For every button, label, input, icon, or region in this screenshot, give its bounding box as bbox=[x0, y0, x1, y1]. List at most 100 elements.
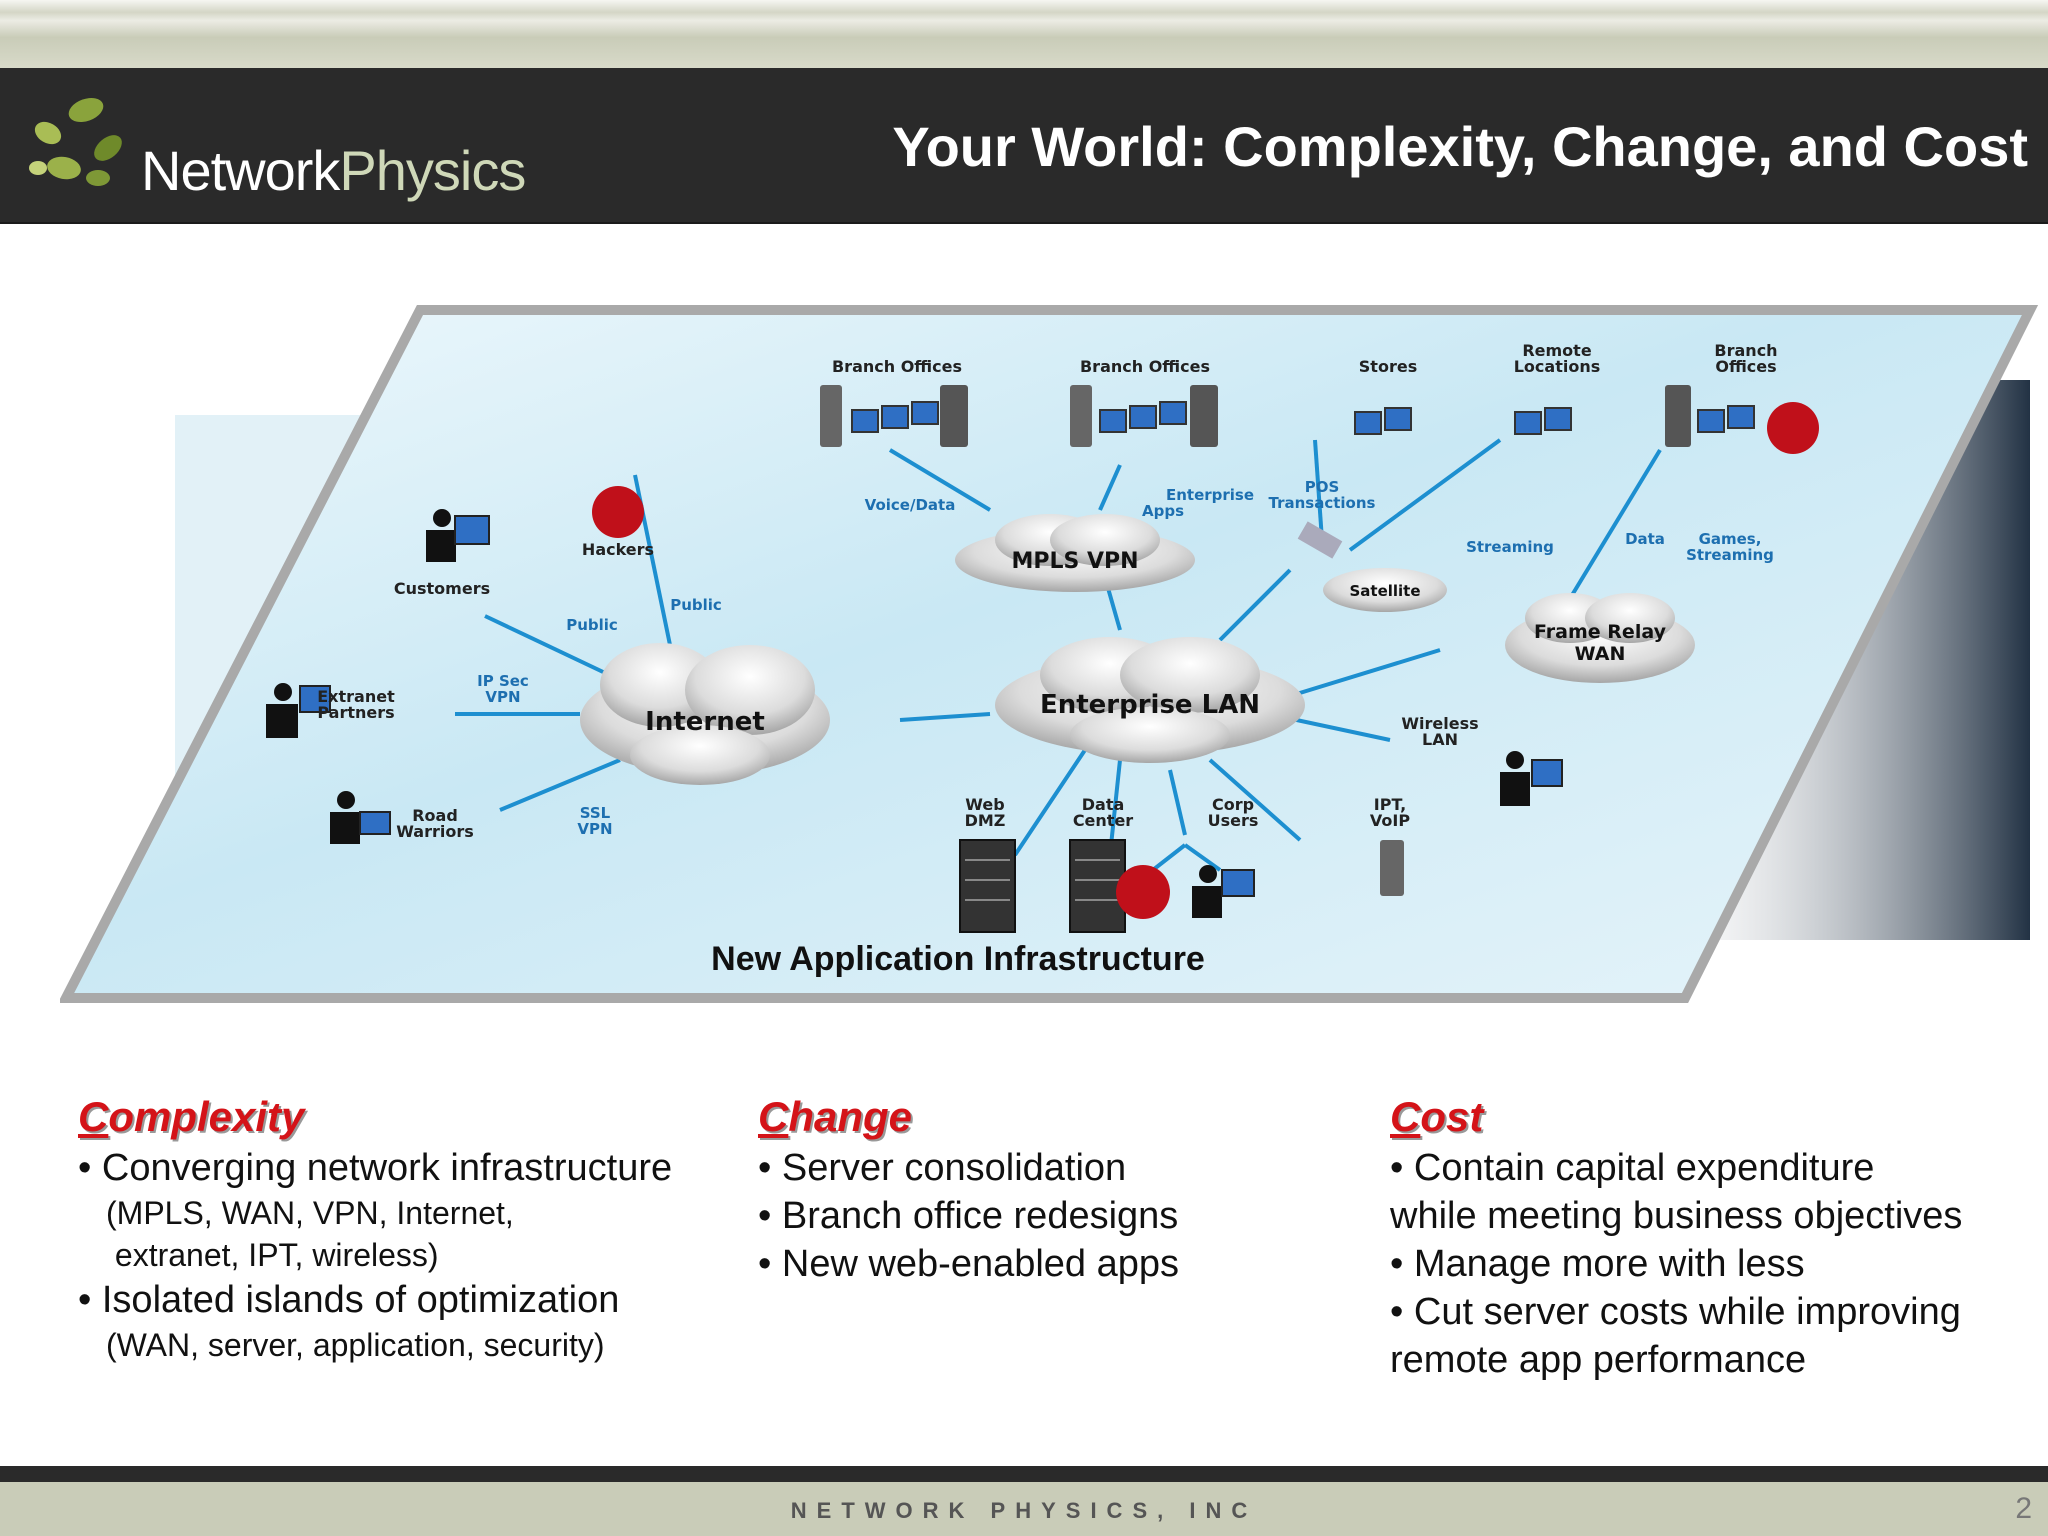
label-public-1: Public bbox=[566, 616, 618, 634]
complexity-heading-initial: C bbox=[78, 1093, 109, 1140]
stores-devices bbox=[1354, 407, 1412, 435]
customers-icon bbox=[426, 509, 490, 562]
complexity-heading-rest: omplexity bbox=[108, 1093, 305, 1140]
label-ipt-1: IPT, bbox=[1374, 795, 1406, 814]
change-bullet-3: • New web-enabled apps bbox=[758, 1243, 1180, 1285]
cloud-mpls-vpn: MPLS VPN bbox=[955, 514, 1195, 592]
slide-header: NetworkPhysics Your World: Complexity, C… bbox=[0, 68, 2048, 224]
complexity-bullet-2-text: Isolated islands of optimization bbox=[101, 1279, 620, 1321]
label-games-2: Streaming bbox=[1686, 546, 1774, 564]
complexity-heading: Complexity bbox=[78, 1090, 672, 1144]
computer-icon bbox=[1697, 409, 1725, 433]
label-ipsec-2: VPN bbox=[485, 688, 520, 706]
label-branch3-2: Offices bbox=[1715, 357, 1776, 376]
label-corp-2: Users bbox=[1208, 811, 1259, 830]
line-ipt bbox=[1208, 758, 1302, 842]
computer-icon bbox=[881, 405, 909, 429]
remote-devices bbox=[1514, 407, 1572, 435]
label-pos-2: Transactions bbox=[1269, 494, 1376, 512]
cloud-frame-relay: Frame Relay WAN bbox=[1505, 593, 1695, 683]
cloud-internet-label: Internet bbox=[645, 707, 765, 737]
line-branch2 bbox=[1098, 464, 1122, 511]
label-dc-2: Center bbox=[1073, 811, 1133, 830]
label-ssl-2: VPN bbox=[577, 820, 612, 838]
cost-bullet-1-text: Contain capital expenditure bbox=[1413, 1147, 1875, 1189]
label-branch-offices-2: Branch Offices bbox=[1080, 357, 1210, 376]
diagram-plane bbox=[57, 305, 2039, 1003]
extranet-partner-icon bbox=[266, 683, 331, 738]
computer-icon bbox=[851, 409, 879, 433]
cost-bullet-3-cont: remote app performance bbox=[1390, 1339, 1807, 1381]
line-corp bbox=[1168, 769, 1187, 836]
cost-bullet-2-text: Manage more with less bbox=[1413, 1243, 1805, 1285]
line-branch1 bbox=[888, 448, 992, 512]
complexity-sub-2: extranet, IPT, wireless) bbox=[106, 1237, 439, 1273]
cost-bullet-3-text: Cut server costs while improving bbox=[1413, 1291, 1961, 1333]
ip-phone-icon bbox=[1380, 840, 1404, 896]
label-ssl-1: SSL bbox=[580, 804, 611, 822]
logo-text: NetworkPhysics bbox=[141, 138, 526, 203]
page-number: 2 bbox=[2015, 1492, 2032, 1525]
computer-icon bbox=[1099, 409, 1127, 433]
label-ipsec-1: IP Sec bbox=[477, 672, 529, 690]
computer-icon bbox=[1384, 407, 1412, 431]
line-internet-lan bbox=[899, 712, 991, 722]
diagram-svg: Internet Enterprise LAN MPLS VPN Frame R… bbox=[57, 305, 2039, 1003]
cost-heading-rest: ost bbox=[1420, 1093, 1484, 1140]
label-pos-1: POS bbox=[1305, 478, 1340, 496]
complexity-bullet-2: • Isolated islands of optimization bbox=[78, 1279, 620, 1321]
change-bullet-2-text: Branch office redesigns bbox=[781, 1195, 1179, 1237]
label-corp-1: Corp bbox=[1212, 795, 1254, 814]
cloud-enterprise-lan: Enterprise LAN bbox=[995, 637, 1305, 763]
pda-icon bbox=[1665, 385, 1691, 447]
change-heading-initial: C bbox=[758, 1093, 789, 1140]
logo-word-physics: Physics bbox=[339, 139, 526, 202]
cost-bullet-1-cont: while meeting business objectives bbox=[1390, 1195, 1963, 1237]
line-branch3 bbox=[1558, 448, 1662, 617]
cloud-internet: Internet bbox=[580, 643, 830, 785]
complexity-sub-3: (WAN, server, application, security) bbox=[106, 1327, 605, 1363]
change-bullet-1-text: Server consolidation bbox=[781, 1147, 1127, 1189]
top-strip bbox=[0, 0, 2048, 68]
line-satellite-lan bbox=[1218, 568, 1292, 642]
wireless-user-icon bbox=[1500, 751, 1563, 806]
devil-icon bbox=[1116, 865, 1170, 919]
change-bullet-2: • Branch office redesigns bbox=[758, 1195, 1179, 1237]
diagram-caption: New Application Infrastructure bbox=[711, 940, 1205, 978]
label-streaming: Streaming bbox=[1466, 538, 1554, 556]
pda-icon bbox=[1190, 385, 1218, 447]
line-frame-lan bbox=[1289, 648, 1441, 698]
computer-icon bbox=[1129, 405, 1157, 429]
link-labels: Voice/Data Enterprise Apps POS Transacti… bbox=[477, 478, 1774, 838]
label-remote-1: Remote bbox=[1522, 341, 1591, 360]
cost-heading: Cost bbox=[1390, 1090, 1962, 1144]
computer-icon bbox=[1514, 411, 1542, 435]
computer-icon bbox=[1159, 401, 1187, 425]
logo-icon bbox=[29, 97, 122, 186]
line-remote bbox=[1348, 438, 1502, 552]
label-public-2: Public bbox=[670, 596, 722, 614]
label-branch3-1: Branch bbox=[1714, 341, 1777, 360]
label-wireless-2: LAN bbox=[1422, 730, 1458, 749]
line-web bbox=[1013, 748, 1087, 857]
change-column: Change • Server consolidation • Branch o… bbox=[758, 1090, 1179, 1288]
branch-offices-devices-1 bbox=[820, 385, 968, 447]
cloud-frame-label-2: WAN bbox=[1575, 643, 1626, 665]
label-extranet-2: Partners bbox=[317, 703, 394, 722]
label-web-2: DMZ bbox=[965, 811, 1006, 830]
line-road bbox=[499, 758, 621, 812]
change-bullet-3-text: New web-enabled apps bbox=[781, 1243, 1180, 1285]
road-warrior-icon bbox=[330, 791, 391, 844]
phone-icon bbox=[820, 385, 842, 447]
phone-icon bbox=[1070, 385, 1092, 447]
label-enterprise-apps-1: Enterprise bbox=[1166, 486, 1254, 504]
change-heading: Change bbox=[758, 1090, 1179, 1144]
complexity-bullet-1: • Converging network infrastructure bbox=[78, 1147, 673, 1189]
computer-icon bbox=[1727, 405, 1755, 429]
cloud-mpls-label: MPLS VPN bbox=[1011, 549, 1138, 574]
complexity-bullet-1-text: Converging network infrastructure bbox=[101, 1147, 673, 1189]
cost-column: Cost • Contain capital expenditure while… bbox=[1390, 1090, 1962, 1384]
complexity-sub-1: (MPLS, WAN, VPN, Internet, bbox=[106, 1195, 514, 1231]
footer-company: NETWORK PHYSICS, INC bbox=[790, 1498, 1258, 1523]
line-customers bbox=[484, 614, 621, 682]
